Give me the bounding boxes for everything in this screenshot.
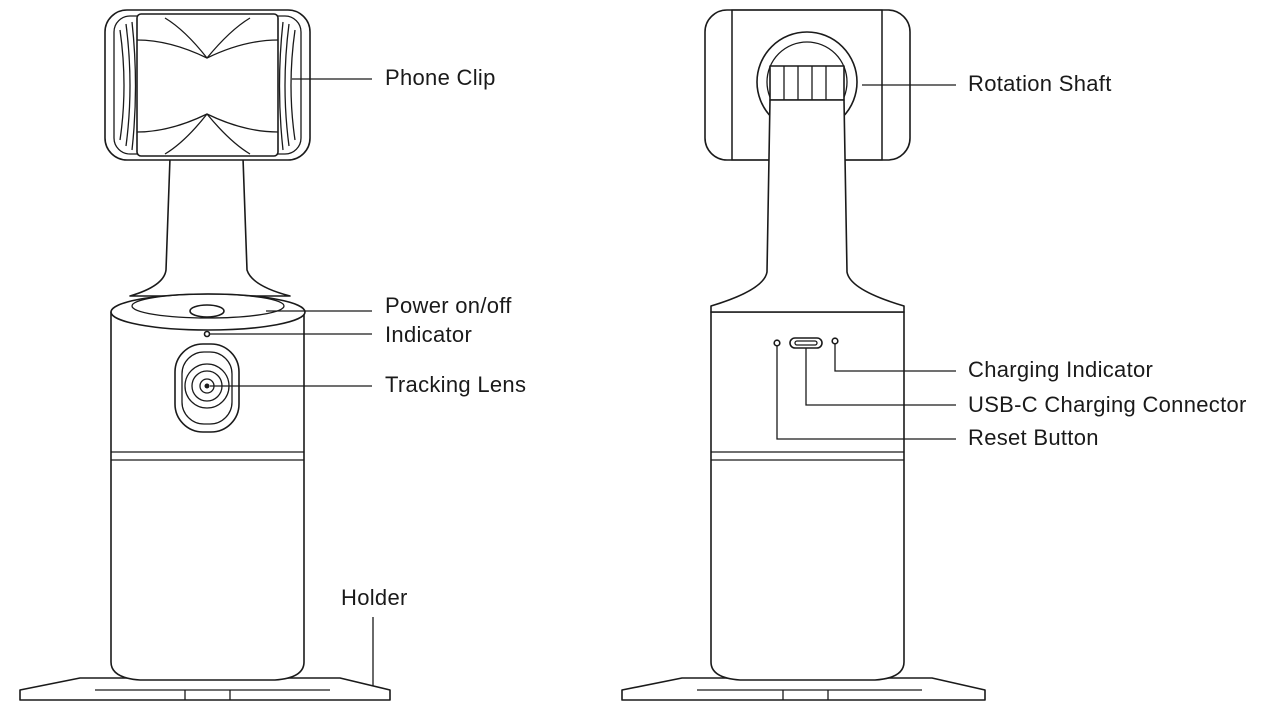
label-indicator: Indicator [385,322,472,347]
front-holder-base [19,677,391,701]
phone-clip [104,9,311,161]
front-view: Phone Clip Power on/off Indicator Tracki… [19,9,526,701]
label-tracking-lens: Tracking Lens [385,372,526,397]
back-neck [710,99,905,313]
reset-button-hole [773,339,781,347]
power-button [189,304,225,318]
label-holder: Holder [341,585,408,610]
tracking-lens [174,343,240,433]
back-body [710,311,905,681]
back-view: Rotation Shaft Charging Indicator USB-C … [621,9,1247,701]
back-holder-base [621,677,986,701]
front-neck [129,157,291,297]
label-reset-button: Reset Button [968,425,1099,450]
front-body [110,311,305,681]
leader-reset-button [776,346,956,440]
leader-charging-indicator [834,344,956,372]
label-rotation-shaft: Rotation Shaft [968,71,1112,96]
label-phone-clip: Phone Clip [385,65,496,90]
charging-indicator-led [831,337,839,345]
leader-usb-c [805,348,956,406]
label-charging-indicator: Charging Indicator [968,357,1153,382]
usb-c-port [789,337,823,349]
front-indicator-led [203,330,211,338]
label-power: Power on/off [385,293,512,318]
label-usb-c: USB-C Charging Connector [968,392,1247,417]
